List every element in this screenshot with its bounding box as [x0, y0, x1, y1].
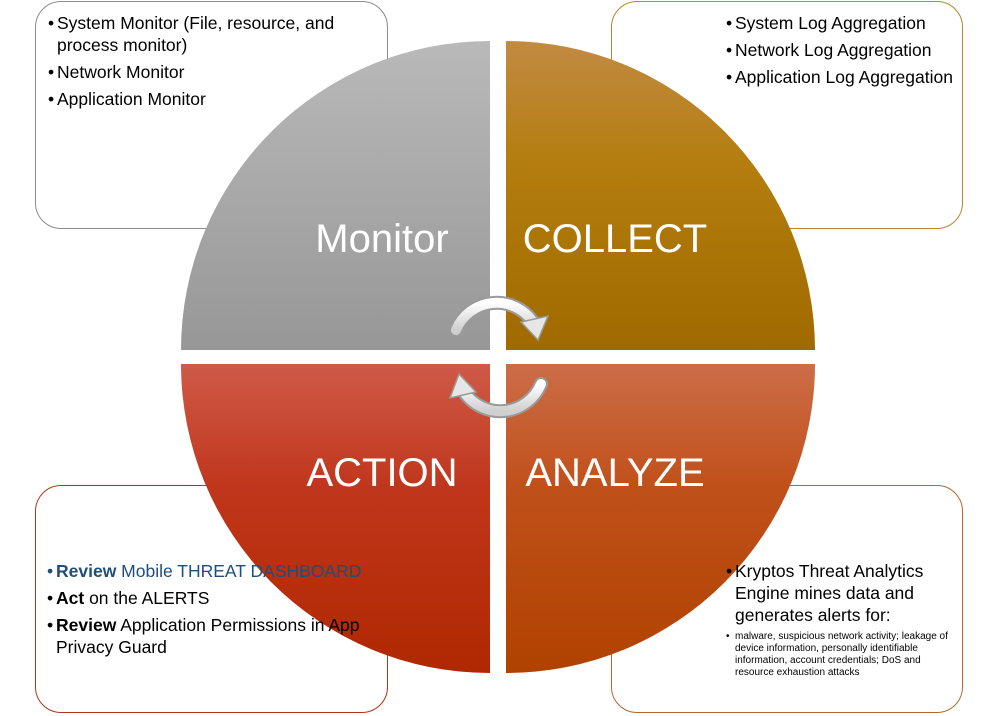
analyze-quadrant — [506, 364, 815, 673]
list-item: •Application Monitor — [48, 89, 206, 109]
analyze-title: ANALYZE — [525, 451, 705, 495]
cycle-arrow-bottom-icon — [448, 372, 548, 419]
action-list: •Review Mobile THREAT DASHBOARD •Act on … — [47, 560, 374, 663]
collect-title: COLLECT — [522, 217, 708, 261]
list-item: •Act on the ALERTS — [47, 588, 210, 608]
list-item: •malware, suspicious network activity; l… — [726, 631, 948, 678]
list-item: •Application Log Aggregation — [726, 67, 953, 87]
collect-quadrant — [506, 41, 815, 350]
analyze-sublist: •malware, suspicious network activity; l… — [726, 631, 957, 679]
action-title: ACTION — [306, 451, 458, 495]
list-item: •System Monitor (File, resource, and pro… — [48, 13, 335, 55]
cycle-arrow-top-icon — [449, 295, 550, 342]
list-item: •Kryptos Threat Analytics Engine mines d… — [726, 561, 924, 625]
monitor-title: Monitor — [315, 217, 449, 261]
analyze-list: •Kryptos Threat Analytics Engine mines d… — [726, 560, 957, 679]
action-quadrant — [181, 364, 490, 673]
collect-list: •System Log Aggregation •Network Log Agg… — [726, 12, 955, 93]
list-item: •Network Monitor — [48, 62, 185, 82]
monitor-quadrant — [181, 41, 490, 350]
list-item: •System Log Aggregation — [726, 13, 926, 33]
list-item: •Review Mobile THREAT DASHBOARD — [47, 561, 362, 581]
monitor-list: •System Monitor (File, resource, and pro… — [48, 12, 377, 115]
list-item: •Review Application Permissions in App P… — [47, 615, 360, 657]
list-item: •Network Log Aggregation — [726, 40, 932, 60]
